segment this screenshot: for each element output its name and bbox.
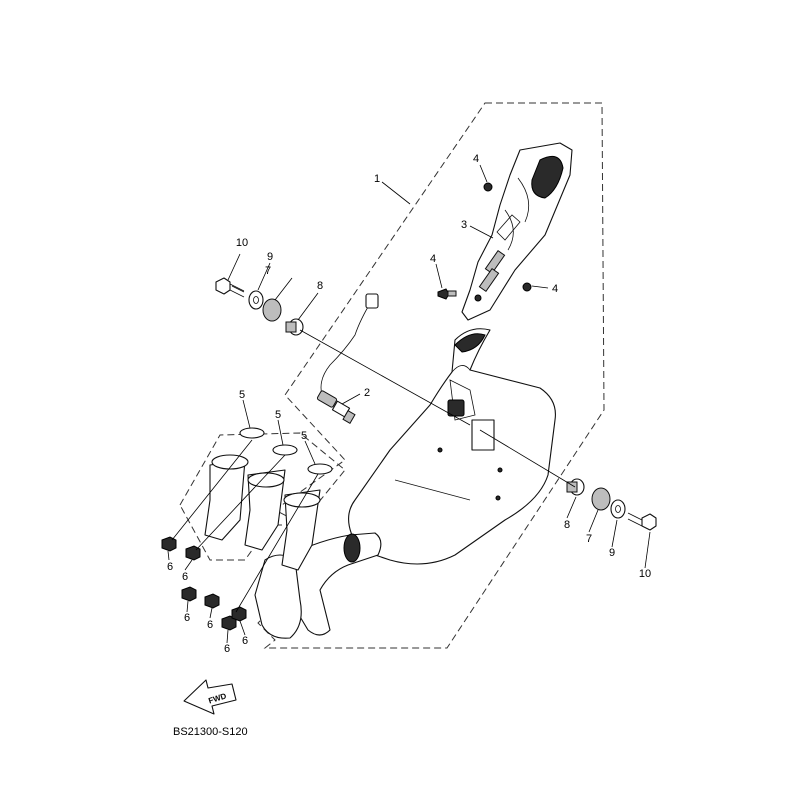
- callout-1: 1: [374, 173, 380, 185]
- callout-7-left: 7: [265, 265, 271, 277]
- callout-5-right: 5: [301, 430, 307, 442]
- right-mount-hardware: [566, 478, 657, 531]
- callout-5-left: 5: [239, 389, 245, 401]
- gaskets: [239, 427, 333, 475]
- callout-9-left: 9: [267, 251, 273, 263]
- callout-2: 2: [364, 387, 370, 399]
- muffler-body: [348, 328, 556, 565]
- callout-8-right: 8: [564, 519, 570, 531]
- callout-4-left: 4: [430, 253, 436, 265]
- callout-4-right: 4: [552, 283, 558, 295]
- leader-lines: [167, 164, 651, 644]
- heat-protector-bolts: [437, 182, 532, 300]
- alignment-lines: [299, 329, 576, 488]
- oxygen-sensor: [316, 293, 379, 425]
- callout-5-middle: 5: [275, 409, 281, 421]
- callout-6-c: 6: [184, 612, 190, 624]
- callout-7-right: 7: [586, 533, 592, 545]
- exhaust-header-pipes: [204, 454, 382, 639]
- diagram-code: BS21300-S120: [173, 726, 248, 738]
- callout-8-left: 8: [317, 280, 323, 292]
- callout-6-f: 6: [242, 635, 248, 647]
- callout-9-right: 9: [609, 547, 615, 559]
- callout-6-a: 6: [167, 561, 173, 573]
- callout-6-d: 6: [207, 619, 213, 631]
- callout-10-left: 10: [236, 237, 248, 249]
- heat-protector: [461, 142, 573, 321]
- muffler-assembly-boundary: [257, 102, 605, 649]
- left-mount-hardware: [215, 277, 304, 336]
- callout-3: 3: [461, 219, 467, 231]
- nuts: [161, 536, 247, 631]
- callout-6-b: 6: [182, 571, 188, 583]
- callout-4-top: 4: [473, 153, 479, 165]
- forward-direction-arrow: FWD: [183, 679, 237, 715]
- callout-labels: 1 2 3 4 4 4 5 5 5 6 6 6 6 6 6 7 7 8 8 9 …: [167, 153, 651, 655]
- callout-10-right: 10: [639, 568, 651, 580]
- callout-6-e: 6: [224, 643, 230, 655]
